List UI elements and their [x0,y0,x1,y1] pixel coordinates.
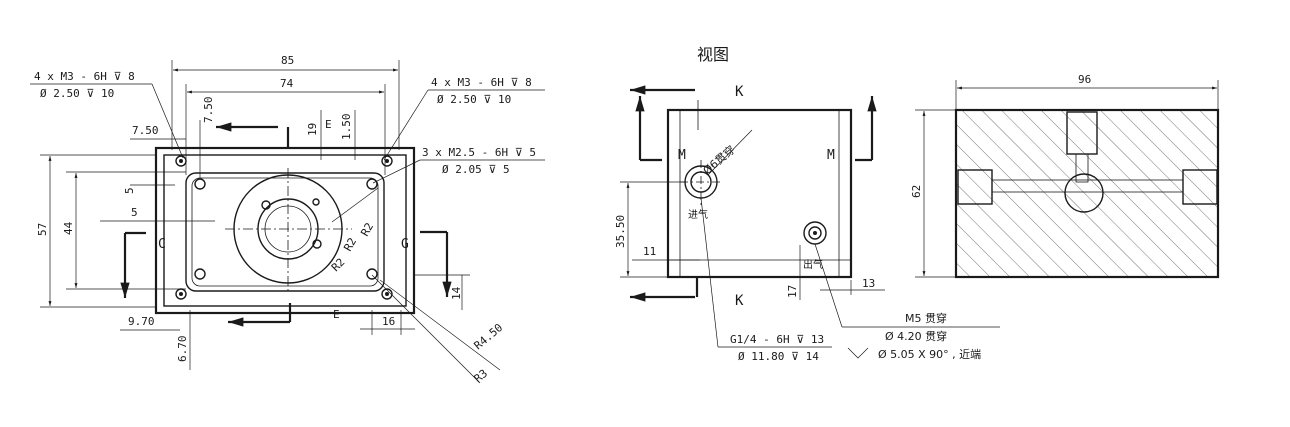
countersink-symbol [847,347,869,359]
dim-16-label: 16 [382,315,395,328]
callout-m25-line1: 3 x M2.5 - 6H ⊽ 5 [422,146,536,159]
dim-35-50-label: 35.50 [614,215,627,248]
dim-5-horizontal: 5 [131,206,138,219]
middle-body-outline [666,108,853,279]
callout-m3-left-line1: 4 x M3 - 6H ⊽ 8 [34,70,135,83]
left-body-inner-outline [163,154,407,307]
left-view: 85 74 7.50 7.50 19 E 1.50 57 44 5 5 C [30,54,545,385]
section-center-bore [1064,173,1104,213]
dim-19-label: 19 [306,123,319,136]
label-k-bottom: K [735,293,744,309]
label-k-top: K [735,84,744,100]
note-g14-line1: G1/4 - 6H ⊽ 13 [730,333,824,346]
dim-r2-b: R2 [341,236,359,254]
callout-m3-right-line1: 4 x M3 - 6H ⊽ 8 [431,76,532,89]
dim-11-label: 11 [643,245,656,258]
dim-14-label: 14 [450,286,463,300]
callout-m3-left-line2: Ø 2.50 ⊽ 10 [40,87,114,100]
left-recess [185,172,385,292]
dim-13-label: 13 [862,277,875,290]
dim-r2-c: R2 [329,256,348,275]
label-m-right: M [827,148,835,163]
callout-m3-right-line2: Ø 2.50 ⊽ 10 [437,93,511,106]
callout-m25-line2: Ø 2.05 ⊽ 5 [442,163,510,176]
label-e-top: E [325,118,332,131]
dim-9-70-label: 9.70 [128,315,155,328]
label-g: G [401,237,409,252]
dim-85-label: 85 [281,54,294,67]
dim-44-label: 44 [62,221,75,235]
view-title: 视图 [697,45,729,64]
left-section-arrows [120,122,452,327]
dim-5-vertical: 5 [123,187,136,194]
dim-62-label: 62 [910,185,923,198]
dim-r2-a: R2 [358,221,376,239]
note-m5-line3: Ø 5.05 X 90° , 近端 [878,348,981,361]
left-mounting-holes [175,155,393,300]
dim-96-label: 96 [1078,73,1091,86]
mark-outlet: 出气 [803,258,823,271]
hole-note: Ø6贯穿 [700,142,738,177]
note-m5-line1: M5 贯穿 [905,311,947,325]
dim-7-50-horizontal: 7.50 [132,124,159,137]
right-section-view: 96 62 [910,73,1220,279]
dim-57-label: 57 [36,223,49,236]
note-m5-line2: Ø 4.20 贯穿 [885,329,947,343]
label-c: C [158,237,166,252]
dim-1-50-label: 1.50 [340,114,353,141]
dim-17-label: 17 [786,285,799,298]
dim-r3: R3 [472,367,491,385]
dim-6-70-label: 6.70 [176,336,189,363]
left-body-outline [154,146,416,315]
dim-r4-50: R4.50 [472,321,506,352]
mark-inlet: 进气 [688,208,708,221]
section-hatch-fill [956,110,1218,277]
section-body-outline [954,108,1220,279]
dim-7-50-vertical: 7.50 [202,97,215,124]
note-g14-line2: Ø 11.80 ⊽ 14 [738,350,819,363]
middle-section-arrows [630,85,877,302]
middle-view: 视图 K K M M Ø6贯穿 进气 出气 [614,45,1000,363]
label-e-bottom: E [333,308,340,321]
label-m-left: M [678,148,686,163]
dim-74-label: 74 [280,77,294,90]
